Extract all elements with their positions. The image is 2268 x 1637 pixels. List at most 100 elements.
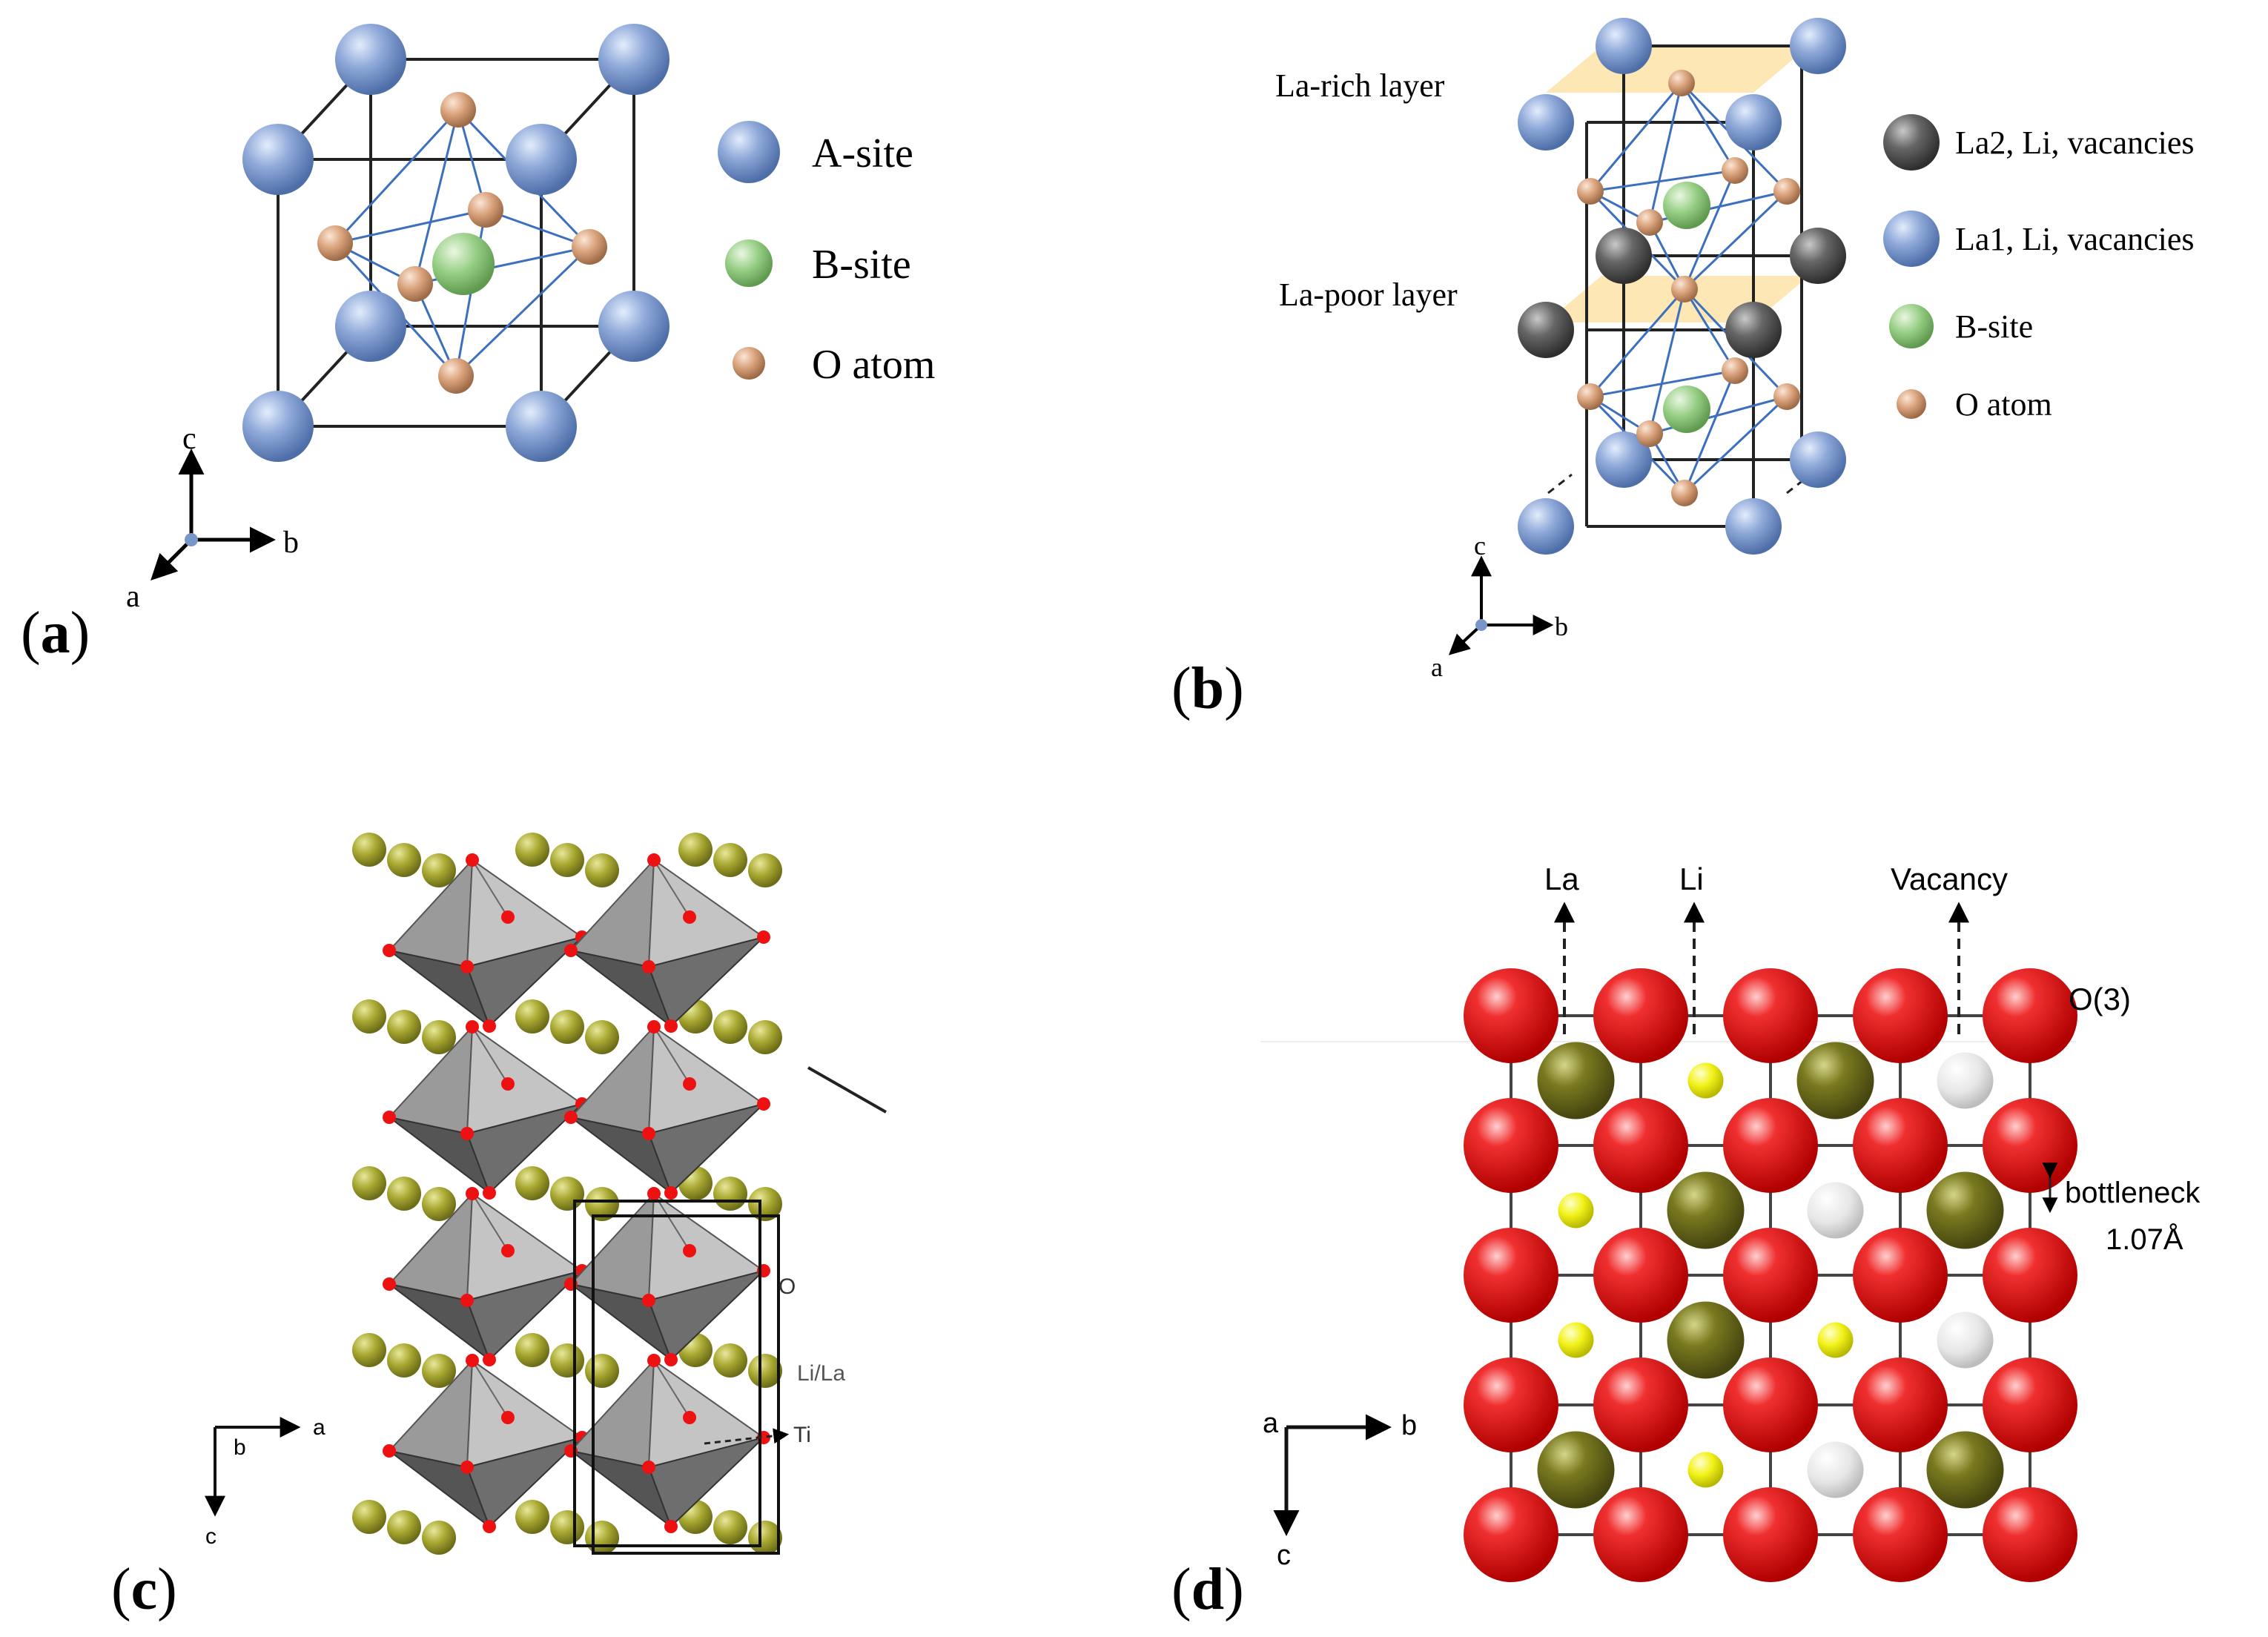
a-site-atom — [598, 24, 670, 95]
o-atom — [664, 1186, 678, 1200]
panel-d-oxygen-atoms — [1464, 968, 2077, 1582]
li-la-atom — [352, 1500, 386, 1534]
li-atom — [1817, 1322, 1854, 1358]
o-atom — [1636, 420, 1663, 447]
li-la-atom — [352, 1333, 386, 1367]
la1-atom — [1596, 18, 1652, 74]
a-site-atom — [506, 391, 577, 462]
o-atom — [466, 853, 479, 867]
li-la-atom — [585, 1521, 619, 1555]
panel-label-c: (c) — [111, 1557, 177, 1622]
li-la-atom — [387, 843, 421, 877]
o-atom — [1636, 209, 1663, 236]
tio6-edge — [653, 859, 690, 918]
b-site-sphere-icon — [1889, 304, 1934, 348]
li-atom — [1558, 1192, 1594, 1228]
o-atom — [1853, 1487, 1948, 1582]
la1-atom — [1725, 498, 1782, 555]
a-site-atom — [242, 391, 314, 462]
o-atom — [440, 92, 476, 128]
li-la-atom — [515, 833, 549, 867]
o-atom — [1464, 968, 1558, 1063]
axis-label-a: a — [313, 1415, 325, 1440]
li-la-atom — [748, 1354, 782, 1388]
la-atom — [1537, 1042, 1615, 1120]
o-atom — [1983, 968, 2077, 1063]
panel-c-ti-arrow — [704, 1428, 790, 1445]
axis-label-c: c — [182, 422, 196, 456]
panel-label-d: (d) — [1171, 1557, 1244, 1622]
axis-label-b: b — [283, 526, 299, 560]
o-atom — [642, 1294, 655, 1307]
tio6-face — [647, 1269, 767, 1361]
o-atom — [383, 1277, 396, 1291]
li-atom — [1687, 1452, 1724, 1488]
axis-label-c: c — [205, 1524, 216, 1549]
o-atom — [664, 1520, 678, 1533]
li-la-atom — [550, 1510, 584, 1544]
o-atom — [1853, 968, 1948, 1063]
o-atom — [642, 960, 655, 973]
panel-c-label-o: O — [778, 1274, 796, 1299]
tio6-edge — [472, 1026, 509, 1085]
o-atom — [1983, 1487, 2077, 1582]
o-atom — [501, 1244, 515, 1257]
o-atom — [1722, 357, 1748, 384]
la2-atom — [1518, 302, 1574, 358]
o-atom — [683, 910, 696, 924]
o-atom — [383, 944, 396, 957]
li-la-atom — [748, 853, 782, 887]
o-atom — [1464, 1228, 1558, 1323]
li-la-atom — [585, 853, 619, 887]
li-la-atom — [352, 1166, 386, 1200]
o-atom-sphere-icon — [733, 347, 765, 380]
li-la-atom — [352, 833, 386, 867]
axis-label-b: b — [1401, 1410, 1417, 1441]
li-la-atom — [515, 999, 549, 1034]
a-site-atom — [598, 291, 670, 362]
li-la-atom — [422, 1020, 456, 1054]
panel-c-tio6-octahedra — [383, 853, 770, 1533]
li-la-atom — [387, 1343, 421, 1378]
panel-c-pointer-line — [807, 1066, 887, 1114]
o-atom — [1853, 1357, 1948, 1452]
axis-origin — [185, 533, 198, 546]
b-site-atom — [1663, 182, 1710, 229]
tio6-edge — [472, 859, 509, 918]
li-la-atom — [387, 1010, 421, 1044]
panel-a: A-site B-site O atom c b a (a) — [21, 24, 935, 666]
panel-b: La-rich layer La-poor layer La2, Li, vac… — [1171, 18, 2195, 721]
o-atom — [1723, 968, 1818, 1063]
panel-c: O Li/La Ti a b c (c) — [111, 833, 887, 1622]
tio6-face — [647, 936, 767, 1028]
la-atom — [1796, 1042, 1874, 1120]
panel-d: La Li Vacancy O(3) bottleneck 1.07Å a b … — [1171, 862, 2201, 1622]
o-atom — [1983, 1357, 2077, 1452]
o-atom — [564, 944, 578, 957]
o-atom — [664, 1353, 678, 1366]
o-atom — [1593, 1098, 1688, 1193]
legend-o-atom: O atom — [812, 342, 935, 388]
li-atom — [1687, 1062, 1724, 1099]
li-la-atom — [550, 1343, 584, 1378]
o-atom — [483, 1353, 496, 1366]
li-la-atom — [352, 999, 386, 1034]
o-atom — [1723, 1487, 1818, 1582]
legend-a-site: A-site — [812, 130, 913, 176]
li-la-atom — [550, 843, 584, 877]
o-atom — [460, 960, 474, 973]
o-atom — [466, 1020, 479, 1034]
la-atom — [1667, 1301, 1745, 1379]
la1-atom — [1596, 431, 1652, 488]
o-atom — [1671, 276, 1698, 302]
li-la-atom — [585, 1187, 619, 1221]
o-atom — [757, 930, 770, 944]
tio6-face — [466, 1436, 585, 1528]
panel-d-label-o3: O(3) — [2069, 982, 2131, 1016]
axis-label-b: b — [234, 1435, 246, 1460]
o-atom — [501, 910, 515, 924]
li-la-atom — [387, 1177, 421, 1211]
li-la-atom — [422, 853, 456, 887]
panel-d-label-la: La — [1544, 862, 1579, 896]
li-la-atom — [713, 1510, 747, 1544]
